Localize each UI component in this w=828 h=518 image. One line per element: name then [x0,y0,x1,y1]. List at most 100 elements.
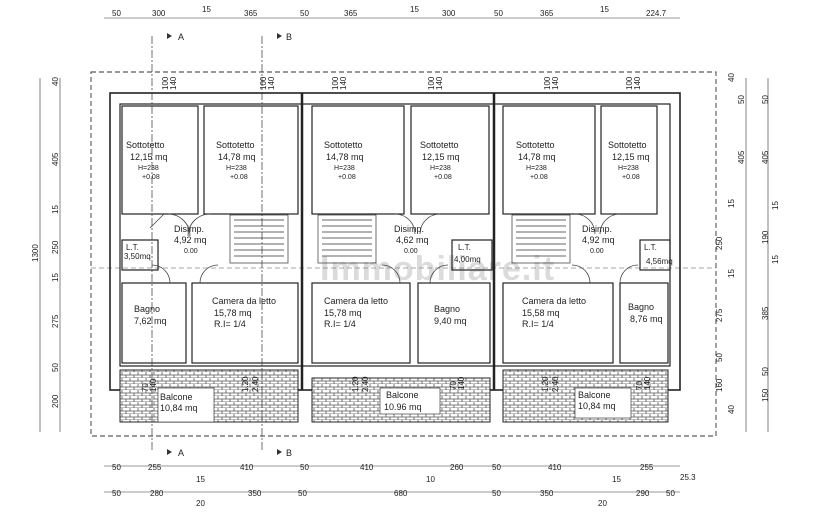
svg-text:1.20: 1.20 [541,376,550,392]
svg-text:40: 40 [51,77,60,86]
svg-text:25.3: 25.3 [680,473,696,482]
svg-text:Camera da letto: Camera da letto [522,296,586,306]
dims-bottom-1: 50 255 15 410 50 410 10 260 50 410 15 25… [112,463,696,484]
svg-text:50: 50 [715,353,724,362]
svg-text:140: 140 [267,76,276,90]
svg-text:10,84 mq: 10,84 mq [160,403,198,413]
room-camera-1: Camera da letto 15,78 mq R.I= 1/4 [212,296,276,329]
svg-text:224.7: 224.7 [646,9,667,18]
svg-text:50: 50 [494,9,503,18]
svg-text:4,62 mq: 4,62 mq [396,235,429,245]
room-balcone-3: Balcone 10,84 mq [578,390,616,411]
svg-text:R.I= 1/4: R.I= 1/4 [324,319,356,329]
svg-text:250: 250 [51,240,60,254]
room-sottotetto-3: Sottotetto 14,78 mq H=238 +0.08 [324,140,364,181]
svg-text:14,78 mq: 14,78 mq [518,152,556,162]
room-bagno-3: Bagno 8,76 mq [628,302,663,324]
svg-text:0.00: 0.00 [184,248,198,255]
svg-text:+0.08: +0.08 [338,174,356,181]
svg-text:+0.08: +0.08 [142,174,160,181]
svg-text:10,84 mq: 10,84 mq [578,401,616,411]
svg-text:12,15 mq: 12,15 mq [612,152,650,162]
svg-text:12,15 mq: 12,15 mq [130,152,168,162]
svg-text:70: 70 [449,381,458,390]
svg-text:9,40 mq: 9,40 mq [434,316,467,326]
section-arrows [152,33,282,455]
svg-text:1.20: 1.20 [351,376,360,392]
svg-text:15: 15 [202,5,211,14]
svg-text:140: 140 [149,378,158,392]
room-sottotetto-2: Sottotetto 14,78 mq H=238 +0.08 [216,140,256,181]
svg-text:50: 50 [737,95,746,104]
svg-text:50: 50 [112,489,121,498]
svg-text:405: 405 [761,150,770,164]
svg-text:50: 50 [112,463,121,472]
balcony-dims: 70 140 1.20 2.40 1.20 2.40 70 140 1.20 2… [141,376,652,392]
svg-text:50: 50 [298,489,307,498]
svg-text:Bagno: Bagno [628,302,654,312]
svg-text:350: 350 [248,489,262,498]
room-disimp-2: Disimp. 4,62 mq 0.00 [394,224,429,255]
svg-text:20: 20 [196,499,205,508]
svg-text:L.T.: L.T. [126,243,139,252]
room-lt-3: L.T. 4,56mq [644,243,673,266]
room-camera-2: Camera da letto 15,78 mq R.I= 1/4 [324,296,388,329]
svg-text:3,50mq: 3,50mq [124,252,151,261]
svg-text:280: 280 [150,489,164,498]
svg-text:50: 50 [492,463,501,472]
svg-text:L.T.: L.T. [458,243,471,252]
section-mark-a-bottom: A [178,448,184,458]
svg-text:100: 100 [331,76,340,90]
svg-text:8,76 mq: 8,76 mq [630,314,663,324]
svg-text:410: 410 [548,463,562,472]
room-camera-3: Camera da letto 15,58 mq R.I= 1/4 [522,296,586,329]
svg-text:4,00mq: 4,00mq [454,255,481,264]
svg-text:140: 140 [633,76,642,90]
svg-text:50: 50 [666,489,675,498]
svg-text:365: 365 [344,9,358,18]
svg-text:70: 70 [635,381,644,390]
svg-text:350: 350 [540,489,554,498]
svg-text:255: 255 [640,463,654,472]
svg-text:15: 15 [600,5,609,14]
svg-text:H=238: H=238 [138,165,159,172]
svg-text:12,15 mq: 12,15 mq [422,152,460,162]
svg-text:15: 15 [727,269,736,278]
svg-text:R.I= 1/4: R.I= 1/4 [522,319,554,329]
svg-text:L.T.: L.T. [644,243,657,252]
svg-text:275: 275 [51,314,60,328]
svg-text:405: 405 [737,150,746,164]
svg-text:50: 50 [761,367,770,376]
svg-text:300: 300 [442,9,456,18]
dims-right-2: 50 405 15 190 15 385 50 150 [761,95,780,402]
svg-text:410: 410 [240,463,254,472]
section-mark-b-top: B [286,32,292,42]
svg-text:50: 50 [112,9,121,18]
dims-left: 40 405 15 250 15 275 50 200 1300 [31,77,60,408]
section-lines [151,36,263,452]
svg-text:50: 50 [761,95,770,104]
svg-text:100: 100 [625,76,634,90]
room-disimp-1: Disimp. 4,92 mq 0.00 [174,224,207,255]
svg-text:+0.08: +0.08 [434,174,452,181]
svg-text:100: 100 [259,76,268,90]
svg-text:50: 50 [300,9,309,18]
svg-text:255: 255 [148,463,162,472]
svg-text:275: 275 [715,308,724,322]
svg-text:Sottotetto: Sottotetto [324,140,363,150]
svg-text:14,78 mq: 14,78 mq [326,152,364,162]
svg-text:Camera da letto: Camera da letto [324,296,388,306]
svg-text:290: 290 [636,489,650,498]
svg-text:15: 15 [196,475,205,484]
svg-text:4,92 mq: 4,92 mq [582,235,615,245]
svg-text:Balcone: Balcone [578,390,611,400]
svg-text:+0.08: +0.08 [622,174,640,181]
svg-text:Sottotetto: Sottotetto [516,140,555,150]
svg-text:1.20: 1.20 [241,376,250,392]
svg-text:2.40: 2.40 [361,376,370,392]
svg-text:H=238: H=238 [526,165,547,172]
svg-text:15,58 mq: 15,58 mq [522,308,560,318]
svg-text:1300: 1300 [31,244,40,262]
svg-text:+0.08: +0.08 [530,174,548,181]
